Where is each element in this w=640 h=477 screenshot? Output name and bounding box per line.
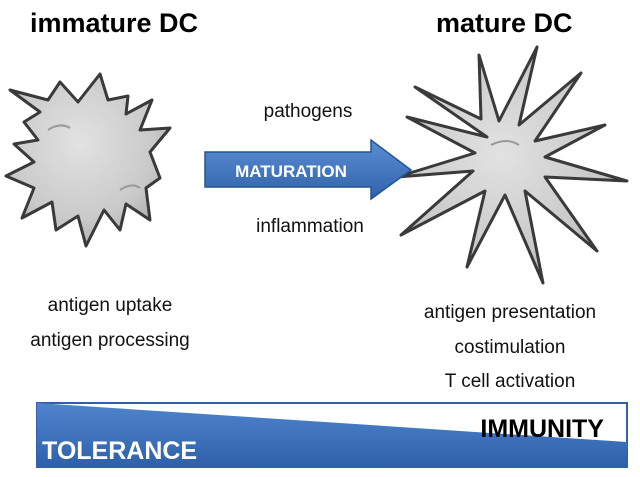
immature-cell-body <box>4 72 172 248</box>
antigen-uptake-label: antigen uptake <box>47 295 173 316</box>
immunity-label: IMMUNITY <box>480 415 604 443</box>
mature-dendritic-cell <box>395 45 629 285</box>
inflammation-label: inflammation <box>256 216 364 237</box>
immature-dc-title: immature DC <box>30 8 199 38</box>
t-cell-activation-label: T cell activation <box>444 371 576 392</box>
tolerance-immunity-bar: TOLERANCE IMMUNITY <box>36 402 628 468</box>
antigen-presentation-label: antigen presentation <box>423 302 597 323</box>
mature-cell-body <box>395 45 629 285</box>
mature-dc-title: mature DC <box>436 8 573 38</box>
maturation-arrow-label: MATURATION <box>235 162 347 181</box>
antigen-processing-label: antigen processing <box>30 330 190 351</box>
maturation-arrow: MATURATION <box>204 139 413 201</box>
immature-dendritic-cell <box>4 72 172 248</box>
tolerance-wedge <box>37 403 627 467</box>
costimulation-label: costimulation <box>454 337 566 358</box>
tolerance-label: TOLERANCE <box>42 437 197 465</box>
pathogens-label: pathogens <box>263 101 353 122</box>
